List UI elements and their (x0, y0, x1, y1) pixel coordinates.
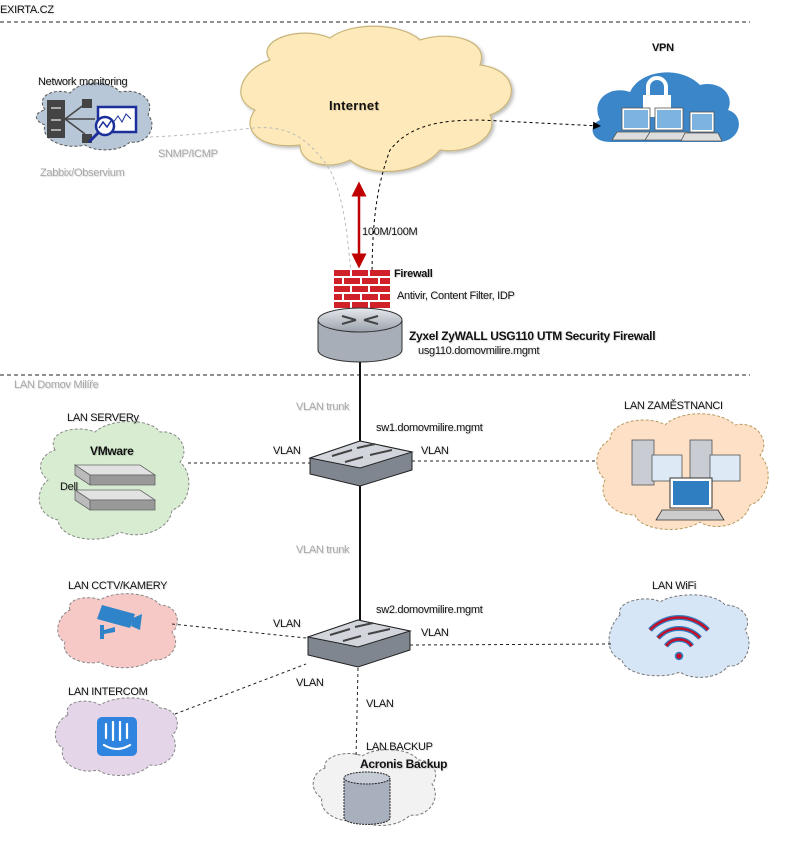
servers-link-label: VLAN (273, 445, 301, 457)
intercom-cloud[interactable] (54, 697, 178, 776)
sw2-hostname: sw2.domovmilire.mgmt (376, 604, 483, 616)
employees-label: LAN ZAMĚSTNANCI (624, 400, 723, 412)
magnifier-icon (94, 115, 116, 137)
backup-cloud[interactable] (312, 749, 437, 826)
camera-icon (97, 605, 142, 639)
firewall-hostname: usg110.domovmilire.mgmt (418, 345, 540, 357)
cctv-label: LAN CCTV/KAMERY (68, 580, 168, 592)
cctv-cloud[interactable] (57, 593, 178, 669)
firewall-device-name: Zyxel ZyWALL USG110 UTM Security Firewal… (409, 329, 656, 343)
internet-cloud[interactable] (240, 25, 512, 173)
snmp-link (149, 127, 353, 286)
wifi-icon (648, 615, 710, 661)
firewall-features: Antivir, Content Filter, IDP (397, 290, 515, 302)
link-cctv-sw2 (171, 623, 307, 639)
firewall-icon[interactable] (334, 270, 390, 310)
backup-label: LAN BACKUP (366, 741, 433, 753)
monitoring-sublabel: Zabbix/Observium (40, 167, 125, 179)
sw1-trunk-label: VLAN trunk (296, 401, 350, 413)
wifi-label: LAN WiFi (652, 580, 697, 592)
desktop-pc-icon (689, 439, 741, 486)
switch-sw1-icon[interactable] (308, 440, 414, 487)
server-rack-icon (73, 489, 157, 511)
cctv-link-label: VLAN (273, 618, 301, 630)
employees-link-label: VLAN (421, 445, 449, 457)
backup-link-label: VLAN (366, 698, 394, 710)
servers-label: LAN SERVERy (67, 412, 139, 424)
zone-label-top: EXIRTA.CZ (0, 4, 54, 16)
router-icon[interactable] (317, 307, 403, 363)
laptop-icon (655, 477, 725, 521)
intercom-icon (97, 717, 137, 756)
vpn-cloud-icon[interactable] (592, 72, 739, 142)
link-sw2-backup (355, 667, 359, 759)
desktop-pc-icon (631, 439, 683, 486)
link-intercom-sw2 (174, 663, 307, 715)
backup-title: Acronis Backup (360, 757, 448, 771)
servers-vendor: Dell (60, 481, 78, 493)
database-icon (343, 771, 391, 825)
server-icon (47, 100, 65, 138)
laptop-icon (644, 107, 694, 141)
uplink-label: 100M/100M (362, 226, 418, 238)
sw1-hostname: sw1.domovmilire.mgmt (376, 422, 483, 434)
snmp-link-label: SNMP/ICMP (158, 148, 218, 160)
zone-label-lan: LAN Domov Milíře (14, 379, 99, 391)
servers-title: VMware (90, 444, 134, 458)
monitoring-label: Network monitoring (38, 76, 128, 88)
wifi-link-label: VLAN (421, 627, 449, 639)
employees-cloud[interactable] (596, 413, 769, 530)
intercom-link-label: VLAN (296, 677, 324, 689)
servers-cloud[interactable] (38, 421, 190, 540)
vpn-label: VPN (652, 42, 674, 54)
intercom-label: LAN INTERCOM (68, 686, 148, 698)
laptop-icon (680, 111, 723, 142)
internet-label: Internet (329, 98, 380, 113)
link-sw2-wifi (409, 643, 613, 646)
vpn-link (371, 119, 601, 283)
server-rack-icon (73, 464, 157, 486)
monitoring-cloud[interactable] (35, 82, 153, 151)
wifi-cloud[interactable] (608, 594, 750, 678)
firewall-label: Firewall (394, 268, 433, 280)
switch-sw2-icon[interactable] (306, 619, 412, 668)
sw2-trunk-label: VLAN trunk (296, 544, 350, 556)
